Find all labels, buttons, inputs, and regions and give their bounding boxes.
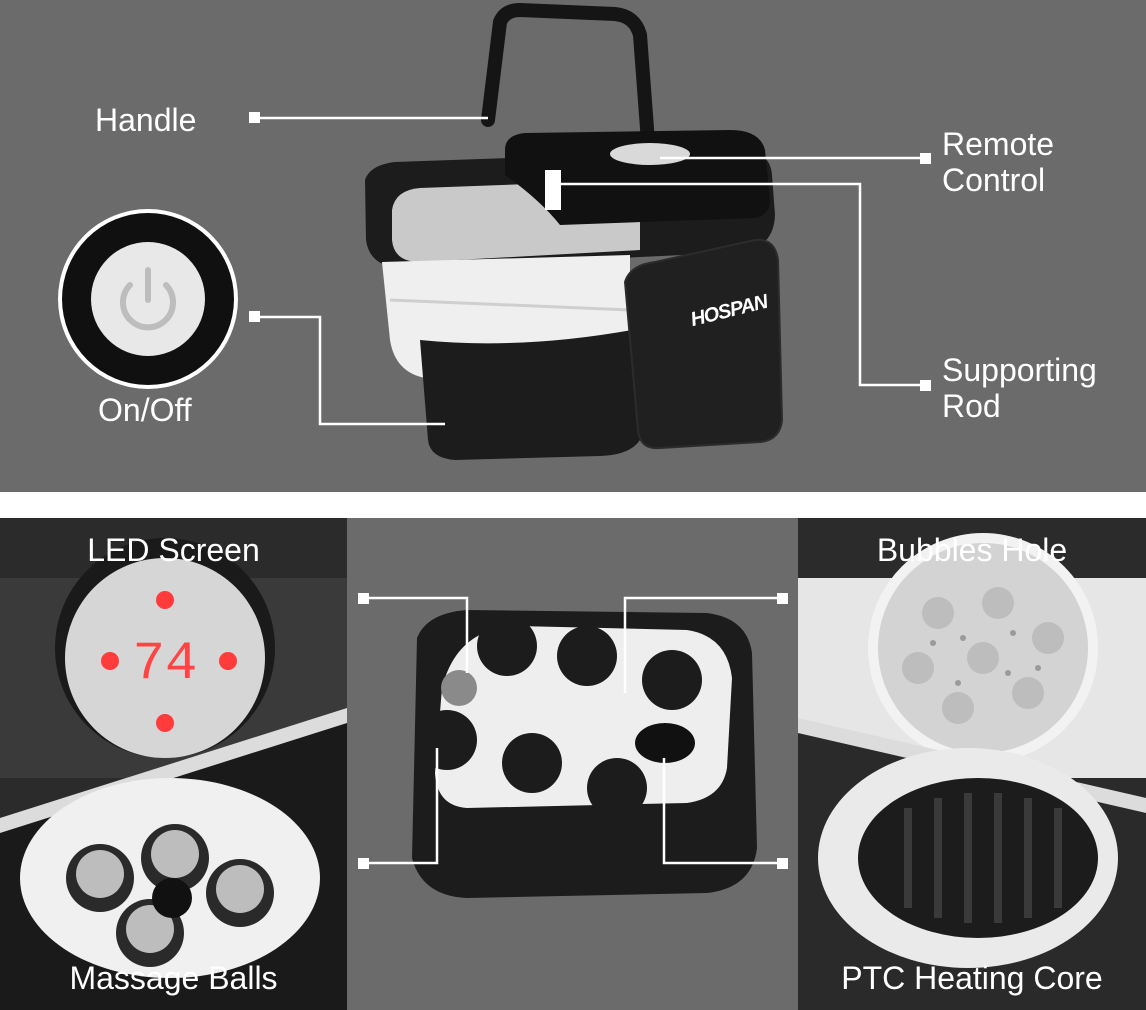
supporting-rod <box>545 170 561 210</box>
control-cover <box>505 130 770 225</box>
heating-core-grille <box>904 793 1062 923</box>
bubble-outlet <box>441 670 477 706</box>
led-indicator <box>156 591 174 609</box>
callout-lines <box>363 596 783 865</box>
bubble-holes <box>930 630 1041 686</box>
led-screen-face <box>65 558 265 758</box>
tub-base <box>420 330 640 460</box>
led-indicator <box>156 714 174 732</box>
supporting-rod-label: Supporting Rod <box>942 352 1097 424</box>
top-panel: Handle On/Off Remote Control Supporting … <box>0 0 1146 492</box>
basin-top-view-tile <box>347 518 798 1010</box>
ptc-heating-core-title: PTC Heating Core <box>841 960 1103 996</box>
rod-line <box>556 182 925 387</box>
led-massage-tile: 74 LED Screen Massage Balls <box>0 518 347 1010</box>
ptc-heating-core-shape <box>858 778 1098 938</box>
callout-markers <box>249 112 931 391</box>
led-screen-title: LED Screen <box>87 532 260 568</box>
on-off-label: On/Off <box>98 392 192 428</box>
side-cover <box>623 238 784 450</box>
led-indicator <box>101 652 119 670</box>
onoff-line <box>255 315 445 426</box>
handle-label: Handle <box>95 102 197 138</box>
callout-lines <box>255 116 925 426</box>
remote-control-label: Remote Control <box>942 126 1055 198</box>
handle-arch <box>481 2 662 242</box>
remote-control-panel <box>610 143 690 165</box>
massage-balls-title: Massage Balls <box>69 960 278 996</box>
bubbles-heating-tile: Bubbles Hole PTC Heating Core <box>798 518 1146 1010</box>
bottom-area: 74 LED Screen Massage Balls <box>0 518 1146 1010</box>
led-indicator <box>219 652 237 670</box>
foot-spa-illustration <box>58 2 931 460</box>
massage-roller-pads <box>417 616 702 818</box>
led-display-value: 74 <box>133 634 198 695</box>
power-icon <box>120 267 176 331</box>
bubbles-hole-title: Bubbles Hole <box>876 532 1068 568</box>
heating-core <box>635 723 695 763</box>
